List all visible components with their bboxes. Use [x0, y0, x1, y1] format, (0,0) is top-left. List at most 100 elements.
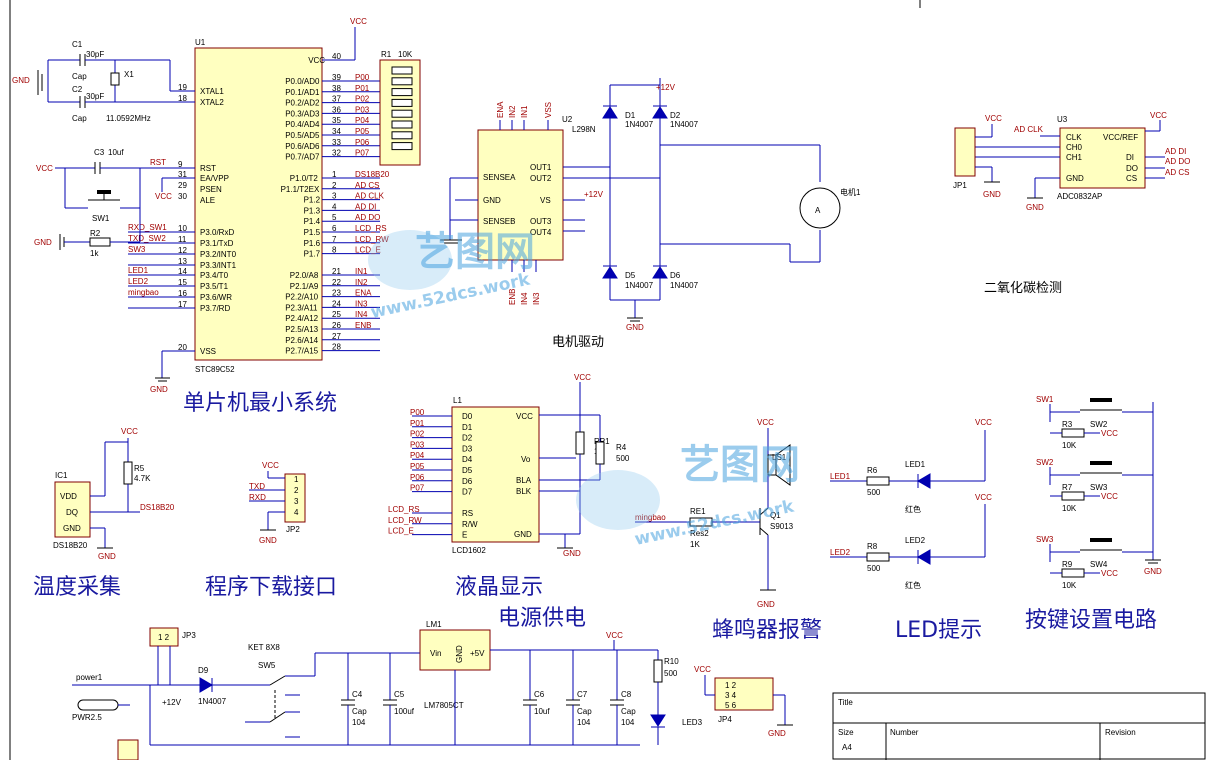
lcd-part: LCD1602: [452, 546, 486, 555]
led2-ref: LED2: [905, 536, 926, 545]
lcd-net-label: P00: [410, 408, 425, 417]
mcu-chip: [194, 47, 323, 361]
mcu-net-label: P04: [355, 116, 370, 125]
r2-val: 1k: [90, 249, 99, 258]
re1-ref: RE1: [690, 507, 706, 516]
lcd-net-label: P05: [410, 462, 425, 471]
lcd-pin-label: D2: [462, 434, 473, 443]
mcu-net-label: ENB: [355, 321, 371, 330]
lm1-part: LM7805CT: [424, 701, 464, 710]
title-led: LED提示: [895, 618, 982, 643]
cap-type: Cap: [352, 707, 367, 716]
mcu-pin-label: P3.3/INT1: [200, 261, 237, 270]
c1-cap: Cap: [72, 72, 87, 81]
mcu-pin-label: P1.3: [304, 206, 321, 215]
mcu-net-label: P06: [355, 138, 370, 147]
mcu-pin-label: P2.1/A9: [290, 282, 319, 291]
d9-part: 1N4007: [198, 697, 227, 706]
lcd-pin-label: D7: [462, 488, 473, 497]
mcu-pin-number: 16: [178, 289, 187, 298]
cap-val: 10uf: [534, 707, 550, 716]
d1-part: 1N4007: [625, 120, 654, 129]
lcd-net-label: P02: [410, 430, 425, 439]
l298-out2: OUT2: [530, 174, 552, 183]
cap-val: 104: [577, 718, 591, 727]
lcd-pin-label: D4: [462, 455, 473, 464]
d5-part: 1N4007: [625, 281, 654, 290]
mcu-net-label: LED1: [128, 266, 149, 275]
mcu-pin-number: 39: [332, 73, 341, 82]
mcu-net-label: LCD_E: [355, 246, 381, 255]
key-pushbutton: [1090, 538, 1112, 542]
mcu-pin-number: 3: [332, 192, 337, 201]
mcu-pin-label: P0.2/AD2: [285, 99, 320, 108]
ic1-ref: IC1: [55, 471, 68, 480]
r8-val: 500: [867, 564, 881, 573]
mcu-pin-number: 40: [332, 52, 341, 61]
mcu-net-label: P05: [355, 127, 370, 136]
mcu-pin-number: 23: [332, 289, 341, 298]
led2-color: 红色: [905, 580, 921, 590]
mcu-pin-label: P0.5/AD5: [285, 131, 320, 140]
jp2-vcc: VCC: [262, 461, 279, 470]
lcd-pin-label: D3: [462, 444, 473, 453]
l298-ref: U2: [562, 115, 573, 124]
jp2-rxd: RXD: [249, 493, 266, 502]
rpack-resistor: [391, 142, 413, 151]
d9-ref: D9: [198, 666, 209, 675]
power-block: JP3 1 2 power1 PWR2.5 D9 1N4007 +12V SW5…: [72, 620, 793, 760]
mcu-gnd: GND: [150, 385, 168, 394]
mcu-pin-number: 13: [178, 257, 187, 266]
r10-ref: R10: [664, 657, 679, 666]
adc-pin-gnd: GND: [1066, 174, 1084, 183]
key-vcc: VCC: [1101, 492, 1118, 501]
jp2-pin-1: 1: [294, 475, 299, 484]
adc-part: ADC0832AP: [1057, 192, 1102, 201]
mcu-net-label: P02: [355, 95, 370, 104]
mcu-pin-label: P2.0/A8: [290, 271, 319, 280]
pwr-ref: PWR2.5: [72, 713, 102, 722]
title-power: 电源供电: [498, 606, 586, 631]
r2-ref: R2: [90, 229, 101, 238]
ls1-ref: LS1: [772, 453, 787, 462]
mcu-pin-label: P2.5/A13: [285, 325, 318, 334]
led2-net: LED2: [830, 548, 851, 557]
mcu-pin-number: 2: [332, 181, 337, 190]
bridge-v12: +12V: [656, 83, 676, 92]
c1-ref: C1: [72, 40, 83, 49]
rpack-resistor: [391, 77, 413, 86]
mcu-net-label: LCD_RW: [355, 235, 389, 244]
mcu-pin-label: P0.1/AD1: [285, 88, 320, 97]
ds-net: DS18B20: [140, 503, 175, 512]
adc-net-clk: AD CLK: [1014, 125, 1044, 134]
l298-bottom-pin: IN4: [520, 292, 529, 305]
mcu-net-label: AD CS: [355, 181, 379, 190]
lcd-pin-label: E: [462, 531, 467, 540]
mcu-pin-number: 21: [332, 267, 341, 276]
rst-net: RST: [150, 158, 166, 167]
jp4-ref: JP4: [718, 715, 732, 724]
adc-net-cs: AD CS: [1165, 168, 1189, 177]
mcu-pin-label: P0.0/AD0: [285, 77, 320, 86]
lcd-pin-blk: BLK: [516, 487, 532, 496]
power-vcc: VCC: [606, 631, 623, 640]
key-resistor-val: 10K: [1062, 581, 1077, 590]
mcu-net-label: mingbao: [128, 288, 159, 297]
power-v12: +12V: [162, 698, 182, 707]
rpack-resistor: [391, 88, 413, 97]
bridge-gnd: GND: [626, 323, 644, 332]
mcu-net-label: LED2: [128, 277, 149, 286]
q1-part: S9013: [770, 522, 794, 531]
tb-number: Number: [890, 728, 919, 737]
ds-pin-gnd: GND: [63, 524, 81, 533]
mcu-net-label: AD DO: [355, 213, 380, 222]
ds-vcc: VCC: [121, 427, 138, 436]
mcu-pin-label: P1.4: [304, 217, 321, 226]
mcu-pin-label: VCC: [308, 56, 325, 65]
title-block: Title Size A4 Number Revision: [832, 692, 1206, 760]
lcd-net-label: P01: [410, 419, 425, 428]
mcu-pin-number: 19: [178, 83, 187, 92]
regulator-chip: [419, 629, 491, 671]
key-ref: SW3: [1090, 483, 1108, 492]
mcu-net-label: LCD_RS: [355, 224, 387, 233]
